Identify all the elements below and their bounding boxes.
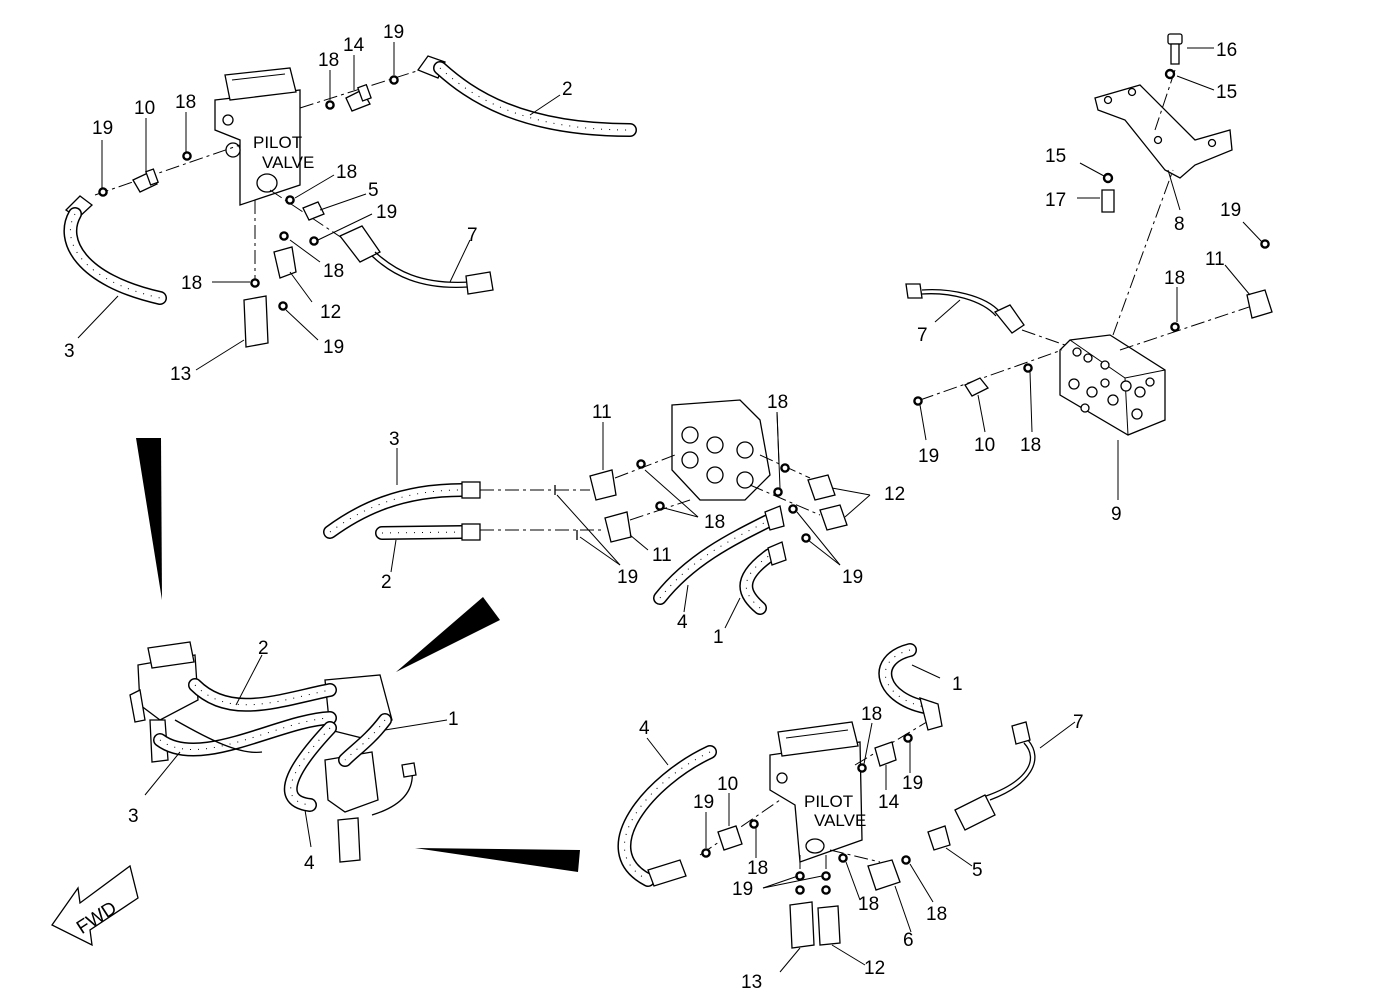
callout: 3 <box>389 429 400 450</box>
fitting-14-top <box>345 83 372 112</box>
callout: 18 <box>175 92 196 113</box>
callout: 7 <box>467 225 478 246</box>
callout: 1 <box>713 627 724 648</box>
callout: 19 <box>918 446 939 467</box>
pilot-valve-top <box>214 67 301 206</box>
callout: 12 <box>884 484 905 505</box>
top-left-group: PILOT VALVE 19 10 18 18 14 19 2 18 5 19 … <box>63 22 637 385</box>
callout: 2 <box>258 638 269 659</box>
callout: 6 <box>903 930 914 951</box>
pilot-valve-label-top-2: VALVE <box>262 153 314 172</box>
callout: 11 <box>592 402 612 423</box>
middle-group: 11 18 3 12 18 11 19 2 19 4 1 <box>323 392 905 648</box>
callout: 2 <box>381 572 392 593</box>
callout: 1 <box>952 674 963 695</box>
callout: 16 <box>1216 40 1237 61</box>
control-valve-middle <box>671 399 771 501</box>
callout: 14 <box>343 35 365 56</box>
callout: 4 <box>677 612 688 633</box>
callout: 5 <box>368 180 379 201</box>
callout: 19 <box>732 879 753 900</box>
pilot-valve-label-top-1: PILOT <box>253 133 302 152</box>
callout: 19 <box>376 202 397 223</box>
callout: 18 <box>767 392 788 413</box>
callout: 18 <box>858 894 879 915</box>
callout: 19 <box>92 118 113 139</box>
callout: 18 <box>704 512 725 533</box>
pointer-wedge-2 <box>396 597 500 672</box>
callout: 18 <box>926 904 947 925</box>
callout: 4 <box>304 853 315 874</box>
callout: 7 <box>917 325 928 346</box>
callout: 19 <box>842 567 863 588</box>
manifold-block <box>1059 334 1166 436</box>
callout: 12 <box>320 302 341 323</box>
fitting-10-top <box>132 168 159 193</box>
callout: 19 <box>323 337 344 358</box>
callout: 8 <box>1174 214 1185 235</box>
bottom-right-group: PILOT VALVE 1 7 4 18 19 10 14 19 18 5 19… <box>617 643 1084 993</box>
callout: 19 <box>693 792 714 813</box>
callout: 18 <box>1020 435 1041 456</box>
callout: 11 <box>1205 249 1225 270</box>
callout: 18 <box>181 273 202 294</box>
callout: 7 <box>1073 712 1084 733</box>
callout: 10 <box>717 774 738 795</box>
callout: 12 <box>864 958 885 979</box>
callout: 13 <box>741 972 762 993</box>
callout: 10 <box>974 435 995 456</box>
callout: 19 <box>383 22 404 43</box>
callout: 18 <box>861 704 882 725</box>
pilot-valve-label-bottom-1: PILOT <box>804 792 853 811</box>
pointer-wedge-3 <box>415 848 580 872</box>
callout: 19 <box>1220 200 1241 221</box>
callout: 10 <box>134 98 155 119</box>
callout: 15 <box>1216 82 1237 103</box>
callout: 17 <box>1045 190 1066 211</box>
callout: 9 <box>1111 504 1122 525</box>
callout: 13 <box>170 364 191 385</box>
fwd-arrow: FWD <box>51 864 139 947</box>
callout: 3 <box>128 806 139 827</box>
pointer-wedge-1 <box>136 438 162 600</box>
callout: 18 <box>318 50 339 71</box>
callout: 1 <box>448 709 459 730</box>
callout: 11 <box>652 545 672 566</box>
callout: 2 <box>562 79 573 100</box>
callout: 18 <box>747 858 768 879</box>
callout: 4 <box>639 718 650 739</box>
top-right-group: 16 15 15 17 8 19 11 18 7 19 10 18 9 <box>905 33 1273 525</box>
callout: 5 <box>972 860 983 881</box>
callout: 18 <box>1164 268 1185 289</box>
callout: 15 <box>1045 146 1066 167</box>
callout: 18 <box>323 261 344 282</box>
callout: 14 <box>878 792 900 813</box>
assembly-overview: 2 1 3 4 <box>128 638 459 874</box>
callout: 3 <box>64 341 75 362</box>
callout: 19 <box>617 567 638 588</box>
pilot-valve-bottom <box>769 721 863 863</box>
callout: 18 <box>336 162 357 183</box>
callout: 19 <box>902 773 923 794</box>
pilot-valve-label-bottom-2: VALVE <box>814 811 866 830</box>
